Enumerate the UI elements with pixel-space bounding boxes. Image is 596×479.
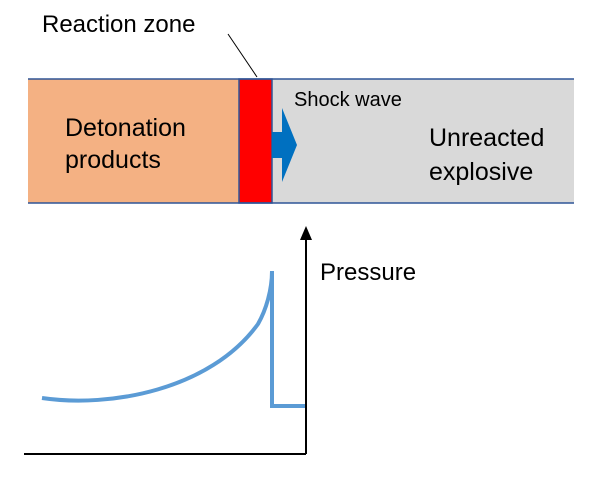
detonation-products-region: [28, 79, 239, 203]
unreacted-explosive-label-line2: explosive: [429, 158, 533, 186]
reaction-zone-label: Reaction zone: [42, 11, 195, 38]
pressure-plot: Pressure: [24, 226, 416, 455]
shock-wave-arrow: [272, 108, 297, 182]
pressure-axis-label: Pressure: [320, 259, 416, 286]
reaction-zone-band: [238, 78, 273, 204]
explosive-column: [28, 78, 574, 204]
detonation-products-label-line1: Detonation: [65, 114, 186, 142]
shock-wave-label: Shock wave: [294, 89, 402, 111]
pressure-profile-curve: [41, 270, 305, 408]
reaction-zone-leader-line: [227, 33, 258, 78]
detonation-products-label-line2: products: [65, 146, 161, 174]
unreacted-explosive-label-line1: Unreacted: [429, 124, 544, 152]
unreacted-explosive-region: [272, 79, 574, 203]
pressure-axis-arrowhead: [300, 226, 312, 240]
